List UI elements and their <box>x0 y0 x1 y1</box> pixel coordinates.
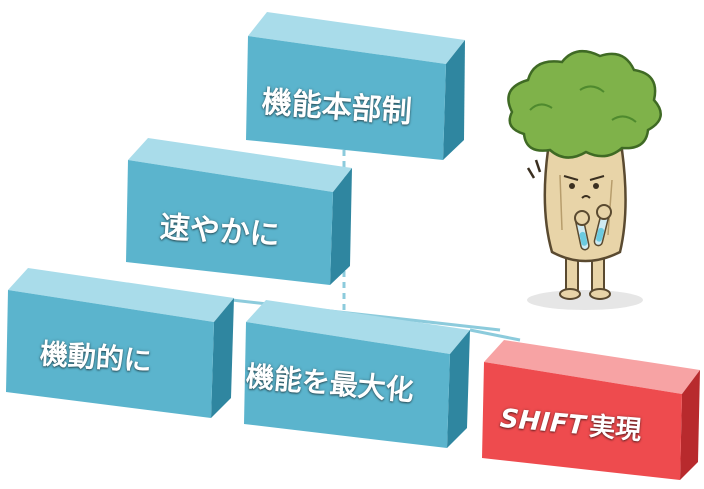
block-top-face <box>248 12 465 64</box>
block-side-face <box>680 370 700 480</box>
broccoli-mascot-icon <box>507 49 662 310</box>
block-front-face <box>482 362 682 480</box>
block-side-face <box>447 330 470 448</box>
block-side-face <box>211 298 234 418</box>
block-kinou-saidaika <box>244 300 470 448</box>
block-front-face <box>246 36 446 160</box>
block-label-sumiyakani: 速やかに <box>158 209 281 254</box>
block-top-face <box>246 300 470 354</box>
block-kidoutekini <box>6 268 234 418</box>
jitsugen-word: 実現 <box>588 411 643 447</box>
shift-word: SHIFT <box>498 403 587 442</box>
block-shift-jitsugen <box>482 340 700 480</box>
block-front-face <box>244 322 450 448</box>
block-side-face <box>443 40 465 160</box>
block-label-kidoutekini: 機動的に <box>38 337 153 378</box>
block-sumiyakani <box>126 138 352 285</box>
block-kinou-honbusei <box>246 12 465 160</box>
block-top-face <box>484 340 700 394</box>
block-front-face <box>6 290 214 418</box>
block-top-face <box>8 268 234 322</box>
block-top-face <box>128 138 352 192</box>
block-side-face <box>330 168 352 285</box>
block-front-face <box>126 160 333 285</box>
